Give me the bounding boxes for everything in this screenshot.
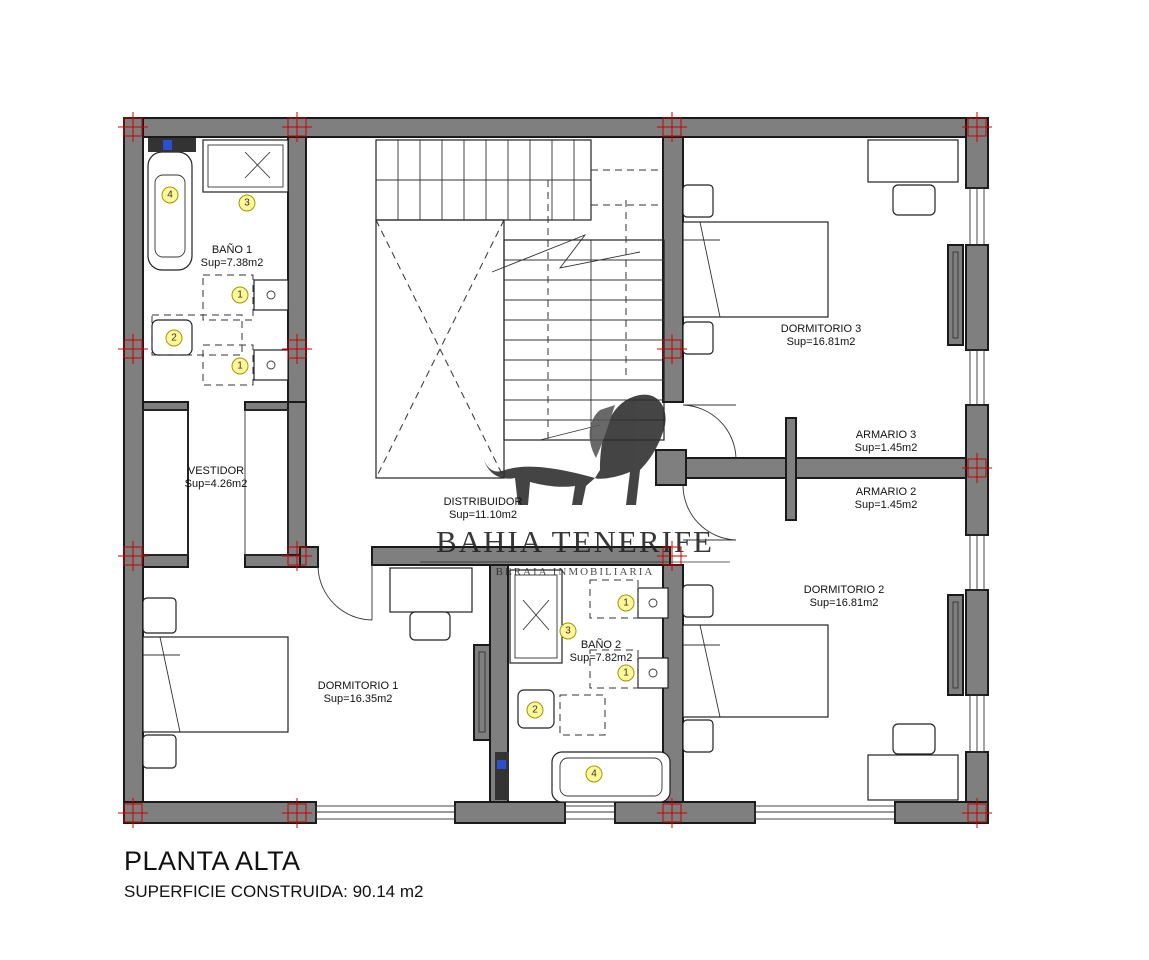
column-marker bbox=[657, 112, 687, 142]
svg-text:Sup=1.45m2: Sup=1.45m2 bbox=[855, 499, 918, 511]
svg-text:1: 1 bbox=[237, 290, 243, 301]
svg-text:DORMITORIO 2: DORMITORIO 2 bbox=[804, 584, 884, 596]
fixture-markers: 4 3 1 2 1 1 3 1 2 4 bbox=[161, 186, 635, 783]
svg-text:ARMARIO 3: ARMARIO 3 bbox=[856, 429, 917, 441]
svg-text:4: 4 bbox=[167, 190, 173, 201]
plan-legend: PLANTA ALTA SUPERFICIE CONSTRUIDA: 90.14… bbox=[124, 845, 423, 903]
watermark-brand: BAHIA TENERIFE bbox=[436, 524, 714, 559]
svg-text:2: 2 bbox=[532, 705, 538, 716]
room-label-bano-2: BAÑO 2 Sup=7.82m2 bbox=[570, 638, 633, 664]
svg-text:Sup=4.26m2: Sup=4.26m2 bbox=[185, 478, 248, 490]
room-label-dormitorio-2: DORMITORIO 2 Sup=16.81m2 bbox=[804, 584, 884, 609]
bathroom-2-fixtures bbox=[495, 569, 671, 803]
svg-text:1: 1 bbox=[623, 598, 629, 609]
room-label-dormitorio-3: DORMITORIO 3 Sup=16.81m2 bbox=[781, 323, 861, 348]
svg-text:Sup=16.35m2: Sup=16.35m2 bbox=[324, 693, 393, 705]
room-label-dormitorio-1: DORMITORIO 1 Sup=16.35m2 bbox=[318, 680, 398, 705]
fixture-marker: 3 bbox=[559, 622, 577, 640]
fixture-marker: 1 bbox=[617, 664, 635, 682]
room-label-armario-3: ARMARIO 3 Sup=1.45m2 bbox=[855, 429, 918, 454]
column-marker bbox=[118, 541, 148, 571]
svg-text:1: 1 bbox=[237, 361, 243, 372]
column-marker bbox=[282, 334, 312, 364]
column-marker bbox=[118, 112, 148, 142]
svg-text:Sup=1.45m2: Sup=1.45m2 bbox=[855, 442, 918, 454]
svg-text:DORMITORIO 3: DORMITORIO 3 bbox=[781, 323, 861, 335]
svg-text:Sup=7.82m2: Sup=7.82m2 bbox=[570, 652, 633, 664]
lion-icon bbox=[484, 394, 666, 505]
column-marker bbox=[657, 541, 687, 571]
bedroom-furniture bbox=[142, 139, 959, 801]
fixture-marker: 2 bbox=[526, 701, 544, 719]
fixture-marker: 1 bbox=[231, 357, 249, 375]
column-marker bbox=[657, 334, 687, 364]
svg-text:BAÑO 2: BAÑO 2 bbox=[581, 638, 621, 651]
fixture-marker: 4 bbox=[585, 765, 603, 783]
column-marker bbox=[282, 541, 312, 571]
room-label-armario-2: ARMARIO 2 Sup=1.45m2 bbox=[855, 486, 918, 511]
column-marker bbox=[118, 798, 148, 828]
fixture-marker: 1 bbox=[617, 594, 635, 612]
interior-walls bbox=[142, 136, 967, 803]
column-marker bbox=[962, 112, 992, 142]
svg-text:3: 3 bbox=[565, 626, 571, 637]
svg-text:4: 4 bbox=[591, 769, 597, 780]
svg-text:ARMARIO 2: ARMARIO 2 bbox=[856, 486, 917, 498]
fixture-marker: 1 bbox=[231, 286, 249, 304]
column-marker bbox=[118, 334, 148, 364]
fixture-marker: 2 bbox=[165, 329, 183, 347]
svg-text:DORMITORIO 1: DORMITORIO 1 bbox=[318, 680, 398, 692]
svg-text:Sup=7.38m2: Sup=7.38m2 bbox=[201, 257, 264, 269]
room-label-distribuidor: DISTRIBUIDOR Sup=11.10m2 bbox=[444, 496, 523, 521]
room-label-vestidor: VESTIDOR Sup=4.26m2 bbox=[185, 465, 248, 490]
column-markers bbox=[118, 112, 992, 828]
watermark: BAHIA TENERIFE BERAIA INMOBILIARIA bbox=[420, 394, 730, 578]
fixture-marker: 4 bbox=[161, 186, 179, 204]
plan-subtitle: SUPERFICIE CONSTRUIDA: 90.14 m2 bbox=[124, 882, 424, 901]
watermark-tagline: BERAIA INMOBILIARIA bbox=[496, 566, 655, 578]
fixture-marker: 3 bbox=[238, 194, 256, 212]
room-labels: BAÑO 1 Sup=7.38m2 VESTIDOR Sup=4.26m2 DI… bbox=[185, 243, 918, 705]
svg-text:BAÑO 1: BAÑO 1 bbox=[212, 243, 252, 256]
svg-text:3: 3 bbox=[244, 198, 250, 209]
svg-text:VESTIDOR: VESTIDOR bbox=[188, 465, 244, 477]
column-marker bbox=[282, 798, 312, 828]
svg-text:1: 1 bbox=[623, 668, 629, 679]
column-marker bbox=[962, 453, 992, 483]
room-label-bano-1: BAÑO 1 Sup=7.38m2 bbox=[201, 243, 264, 269]
svg-text:Sup=11.10m2: Sup=11.10m2 bbox=[449, 509, 517, 521]
doors bbox=[317, 404, 737, 621]
bathroom-1-fixtures bbox=[147, 138, 289, 386]
svg-text:2: 2 bbox=[171, 333, 177, 344]
column-marker bbox=[657, 798, 687, 828]
svg-text:Sup=16.81m2: Sup=16.81m2 bbox=[787, 336, 856, 348]
plan-title: PLANTA ALTA bbox=[124, 846, 301, 876]
column-marker bbox=[282, 112, 312, 142]
svg-text:DISTRIBUIDOR: DISTRIBUIDOR bbox=[444, 496, 523, 508]
column-marker bbox=[962, 798, 992, 828]
svg-text:Sup=16.81m2: Sup=16.81m2 bbox=[810, 597, 879, 609]
